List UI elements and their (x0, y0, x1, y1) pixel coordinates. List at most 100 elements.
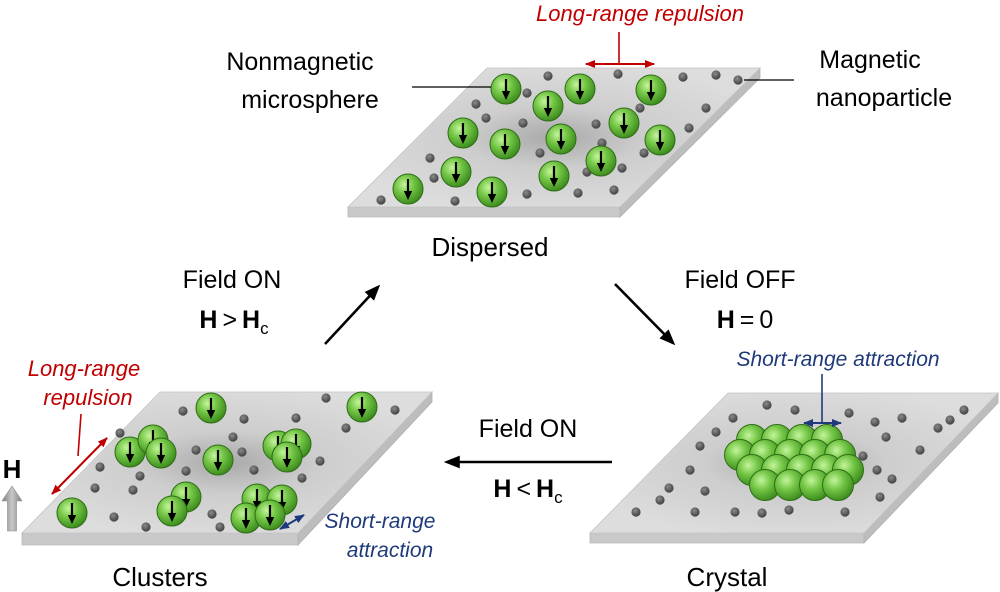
nanoparticle (471, 99, 481, 109)
substrate-front-face (347, 206, 621, 218)
nanoparticle (90, 483, 100, 493)
microsphere (271, 441, 303, 473)
microsphere (538, 160, 570, 192)
microsphere (635, 74, 667, 106)
moment-down-arrow-icon (252, 501, 262, 510)
operator: = (740, 306, 755, 334)
nanoparticle (181, 466, 191, 476)
critical-field-symbol: H (242, 306, 260, 334)
crystal-lattice (724, 424, 864, 501)
nanoparticle (875, 492, 885, 502)
nanoparticle (591, 119, 601, 129)
nanoparticle (711, 427, 721, 437)
microsphere (476, 176, 508, 208)
moment-down-arrow-icon (646, 92, 656, 101)
nanoparticle-label-line1: Magnetic (819, 46, 920, 74)
nanoparticle (543, 71, 553, 81)
nanoparticle (678, 72, 688, 82)
nanoparticle (959, 405, 969, 415)
operator: > (222, 306, 237, 334)
nanoparticle (249, 465, 259, 475)
transition-condition: H>Hc (199, 306, 269, 338)
microsphere (489, 128, 521, 160)
microsphere (440, 156, 472, 188)
nanoparticle (191, 445, 201, 455)
microsphere (114, 436, 146, 468)
nanoparticle (297, 473, 307, 483)
moment-down-arrow-icon (265, 517, 275, 526)
repulsion-pointer-line (77, 413, 82, 457)
microsphere-callout: Nonmagnetic microsphere (226, 48, 491, 114)
attraction-double-arrow (279, 514, 305, 530)
microsphere (156, 495, 188, 527)
microsphere (608, 107, 640, 139)
nanoparticle (228, 432, 238, 442)
nanoparticle (730, 507, 740, 517)
field-symbol: H (199, 306, 217, 334)
nanoparticle-layer (376, 69, 743, 206)
attraction-label: Short-range attraction (736, 348, 939, 371)
transition-field-on-above-critical: Field ON H>Hc (183, 266, 381, 345)
nanoparticle (881, 432, 891, 442)
nanoparticle (684, 123, 694, 133)
moment-down-arrow-icon (543, 108, 553, 117)
microsphere-label-line1: Nonmagnetic (226, 48, 373, 76)
nanoparticle (915, 445, 925, 455)
repulsion-label-line1: Long-range (28, 356, 141, 381)
nanoparticle (178, 406, 188, 416)
transition-field-off: Field OFF H=0 (614, 266, 796, 346)
transition-condition: H<Hc (493, 475, 563, 507)
nanoparticle (522, 189, 532, 199)
microsphere (230, 502, 262, 534)
moment-down-arrow-icon (451, 174, 461, 183)
moment-down-arrow-icon (403, 191, 413, 200)
dispersed-panel: Dispersed (347, 67, 761, 262)
moment-down-arrow-icon (556, 141, 566, 150)
nanoparticle (872, 465, 882, 475)
nanoparticle (597, 138, 607, 148)
nanoparticle (733, 75, 743, 85)
nanoparticle (711, 70, 721, 80)
clusters-panel: Clusters (21, 390, 433, 592)
microsphere (564, 73, 596, 105)
moment-down-arrow-icon (487, 194, 497, 203)
microsphere (532, 90, 564, 122)
nanoparticle (450, 196, 460, 206)
nanoparticle (573, 188, 583, 198)
nanoparticle (321, 393, 331, 403)
microsphere (145, 437, 177, 469)
nanoparticle (631, 507, 641, 517)
nanoparticle (728, 413, 738, 423)
nanoparticle (207, 509, 217, 519)
transition-condition: H=0 (717, 306, 774, 334)
nanoparticle (639, 148, 649, 158)
microsphere (490, 73, 522, 105)
moment-down-arrow-icon (500, 146, 510, 155)
nanoparticle (617, 163, 627, 173)
microsphere (56, 497, 88, 529)
nanoparticle (425, 153, 435, 163)
nanoparticle (701, 103, 711, 113)
nanoparticle (315, 456, 325, 466)
microsphere (254, 499, 286, 531)
field-up-arrow-icon (1, 485, 23, 532)
state-label-crystal: Crystal (687, 562, 768, 592)
moment-down-arrow-icon (206, 410, 216, 419)
nanoparticle (215, 522, 225, 532)
nanoparticle (522, 88, 532, 98)
critical-field-subscript: c (554, 488, 563, 507)
state-label-clusters: Clusters (112, 562, 207, 592)
nanoparticle (613, 69, 623, 79)
nanoparticle (933, 423, 943, 433)
field-value: 0 (759, 306, 773, 334)
nanoparticle (141, 522, 151, 532)
microsphere-label-line2: microsphere (241, 86, 379, 114)
nanoparticle (790, 405, 800, 415)
clusters-attraction-annotation: Short-range attraction (279, 510, 436, 562)
nanoparticle (390, 405, 400, 415)
attraction-label-line1: Short-range (325, 510, 436, 533)
field-symbol: H (3, 454, 22, 484)
moment-down-arrow-icon (501, 91, 511, 100)
long-range-repulsion-annotation: Long-range repulsion (536, 1, 744, 68)
nanoparticle (376, 195, 386, 205)
